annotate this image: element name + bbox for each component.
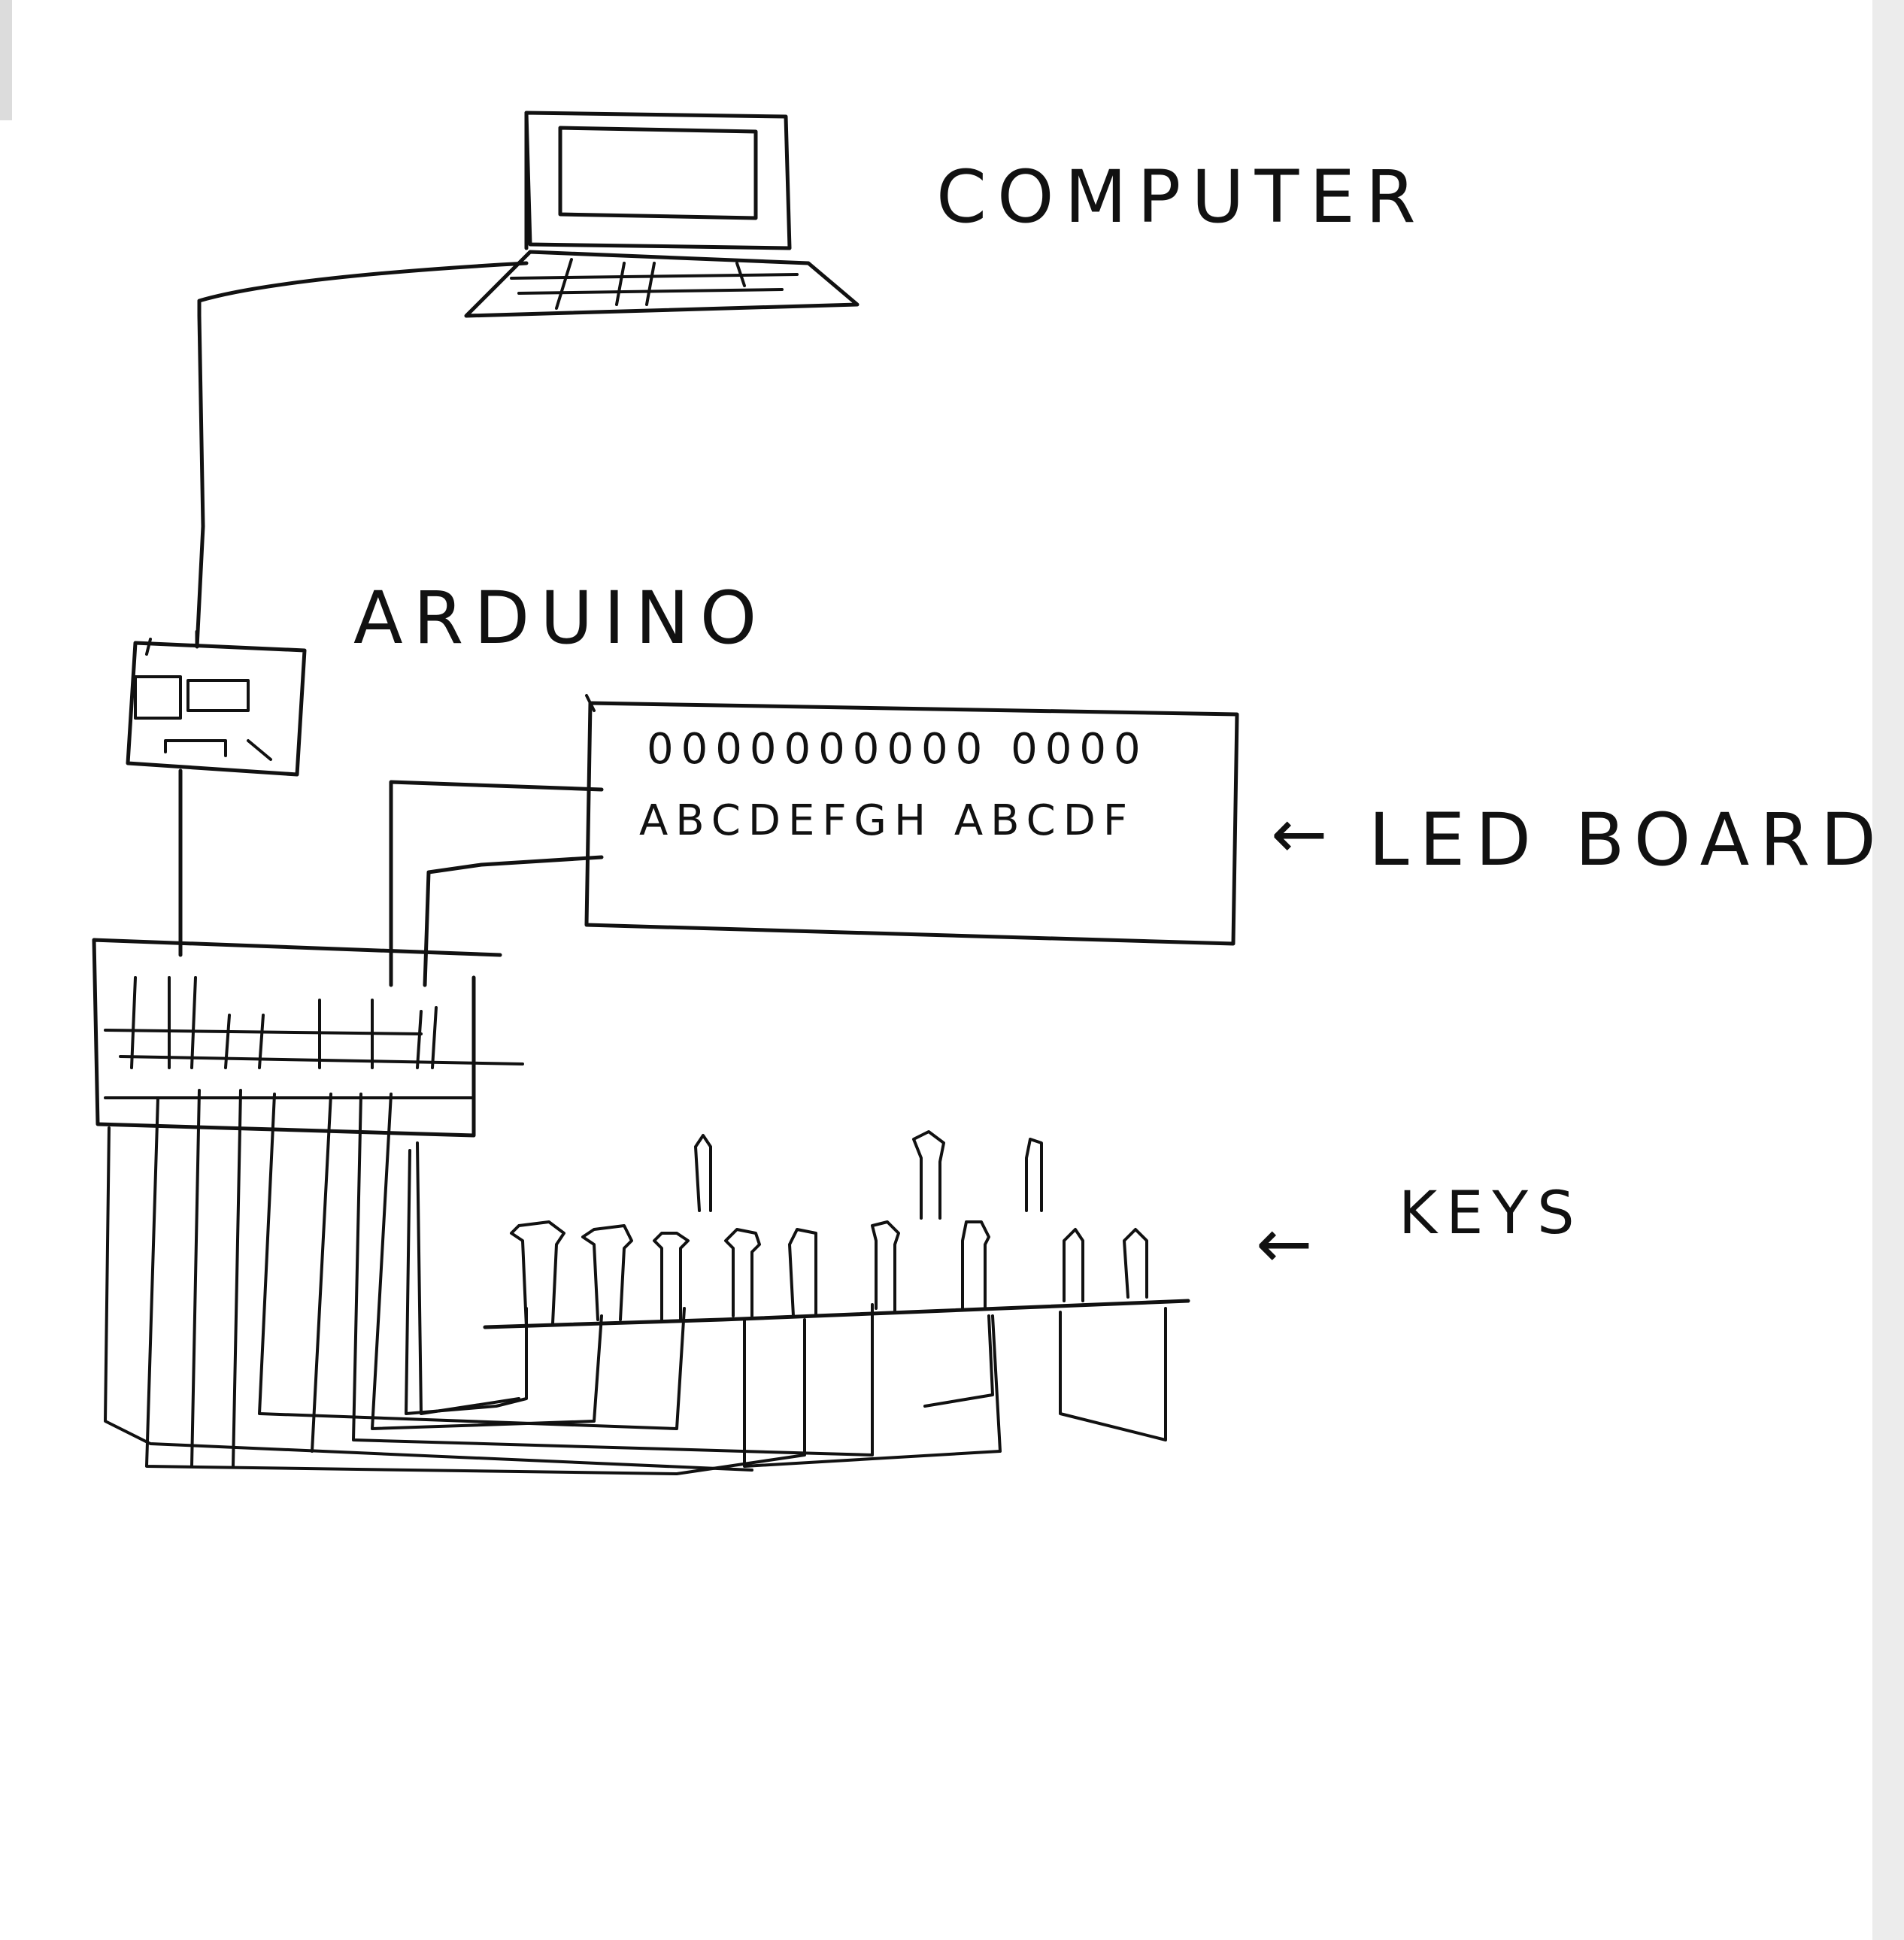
led-data-wire-1 (389, 780, 604, 987)
page-edge-left (0, 0, 12, 120)
led-board-label: LED BOARD (1369, 798, 1887, 882)
led-board-panel (584, 694, 1239, 946)
page-edge (1872, 0, 1904, 1940)
key-wiring (104, 1089, 1167, 1475)
keys-row (483, 1130, 1190, 1329)
keys-arrow: ← (1256, 1205, 1312, 1284)
breadboard (92, 938, 524, 1138)
led-letter-row: ABCDEFGH ABCDF (639, 796, 1135, 845)
keys-label: KEYS (1399, 1180, 1584, 1247)
arduino-label: ARDUINO (353, 576, 767, 660)
arduino-board-icon (126, 638, 307, 777)
led-data-wire-2 (423, 855, 604, 987)
computer-label: COMPUTER (936, 155, 1426, 239)
usb-cable (195, 261, 529, 649)
computer-laptop-icon (464, 111, 860, 318)
led-board-arrow: ← (1271, 795, 1327, 874)
led-row: 0000000000 0000 (647, 725, 1148, 774)
